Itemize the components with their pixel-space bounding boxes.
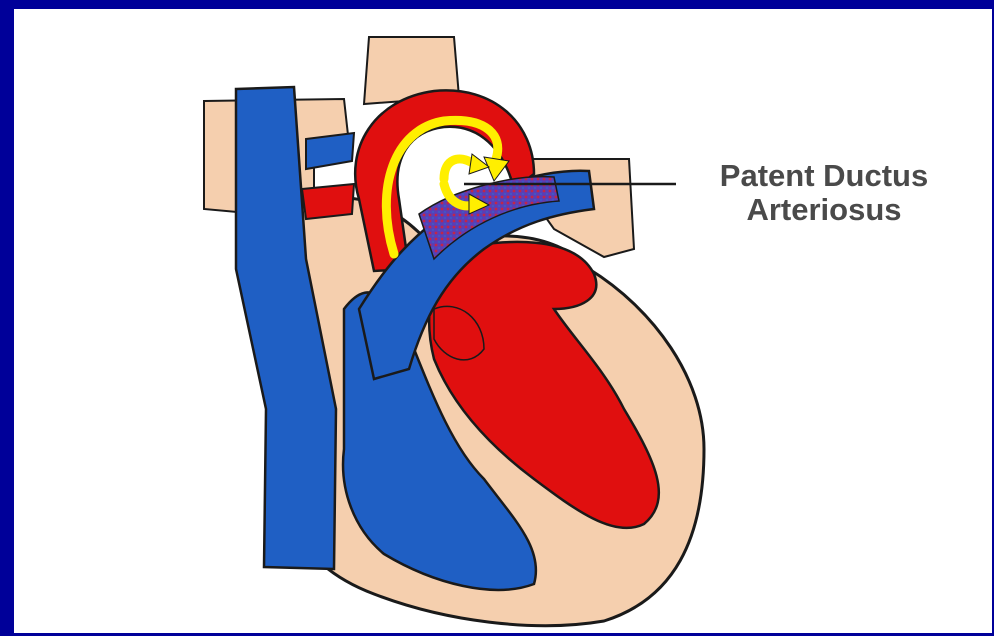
diagram-panel: Patent Ductus Arteriosus [14,9,992,633]
label-line-1: Patent Ductus [684,159,964,193]
heart-body [204,37,704,626]
heart-illustration [14,9,992,633]
label-line-2: Arteriosus [684,193,964,227]
patent-ductus-arteriosus-label: Patent Ductus Arteriosus [684,159,964,227]
